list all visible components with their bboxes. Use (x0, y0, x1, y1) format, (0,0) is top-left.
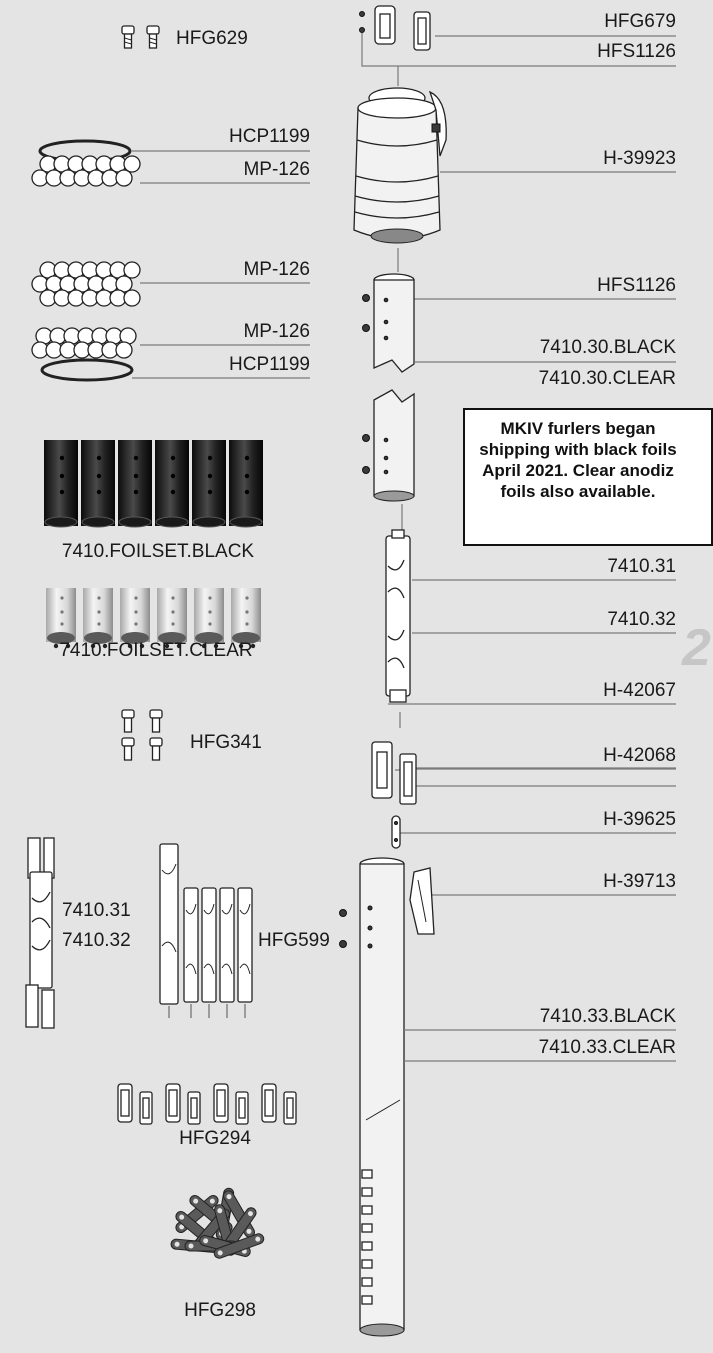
label-foil-30-clear: 7410.30.CLEAR (539, 368, 676, 389)
label-h42067: H-42067 (603, 680, 676, 701)
label-hcp1199-bottom: HCP1199 (229, 354, 310, 375)
hfg599-connectors (159, 843, 253, 1018)
hfg341-screws (121, 709, 163, 761)
label-h42068: H-42068 (603, 745, 676, 766)
center-axis (397, 66, 403, 728)
label-hfg629: HFG629 (176, 28, 248, 49)
label-h39625: H-39625 (603, 809, 676, 830)
foil-7410-33 (339, 857, 405, 1337)
label-hfg679: HFG679 (604, 11, 676, 32)
label-foil-30-black: 7410.30.BLACK (540, 337, 677, 358)
label-foil-33-black: 7410.33.BLACK (540, 1006, 677, 1027)
label-hfg298: HFG298 (184, 1300, 256, 1321)
bearing-sets (31, 155, 141, 359)
h42067-h42068-clips (371, 741, 417, 805)
label-hfg341: HFG341 (190, 732, 262, 753)
label-7410-31: 7410.31 (607, 556, 676, 577)
hfg679-clips (359, 5, 431, 51)
foilset-black-image (44, 440, 263, 528)
h39713-halyard (409, 867, 435, 935)
label-hfs1126-mid: HFS1126 (597, 275, 676, 296)
foil-7410-30-upper (362, 273, 415, 373)
foilset-clear-image (46, 588, 261, 649)
connector-7410-31-32 (385, 529, 411, 703)
label-mp126-a: MP-126 (243, 159, 310, 180)
mkiv-note: MKIV furlers began shipping with black f… (463, 408, 713, 546)
label-foilset-clear: 7410.FOILSET.CLEAR (59, 640, 252, 661)
label-hfg599: HFG599 (258, 930, 330, 951)
label-hfg294: HFG294 (179, 1128, 251, 1149)
hfg298-pile (170, 1187, 265, 1259)
label-hfs1126-top: HFS1126 (597, 41, 676, 62)
page-number: 2 (682, 619, 711, 677)
label-hcp1199-top: HCP1199 (229, 126, 310, 147)
labels: HFG629 HFG679 HFS1126 HCP1199 MP-126 H-3… (59, 11, 676, 1321)
left-connector-assembly (25, 837, 55, 1029)
label-left-7410-32: 7410.32 (62, 930, 131, 951)
foil-33-leaders (404, 1029, 676, 1062)
label-mp126-c: MP-126 (243, 321, 310, 342)
label-foil-33-clear: 7410.33.CLEAR (539, 1037, 676, 1058)
h39625-link (391, 815, 401, 849)
bearing-ring-hcp1199-bottom (40, 358, 134, 382)
label-left-7410-31: 7410.31 (62, 900, 131, 921)
hfg629-screws (121, 25, 160, 49)
foil-7410-30-lower (362, 389, 415, 502)
label-h39923: H-39923 (603, 148, 676, 169)
label-7410-32: 7410.32 (607, 609, 676, 630)
hfg294-clips (117, 1083, 297, 1125)
label-mp126-b: MP-126 (243, 259, 310, 280)
label-foilset-black: 7410.FOILSET.BLACK (62, 541, 255, 562)
leader-lines (132, 30, 676, 896)
label-h39713: H-39713 (603, 871, 676, 892)
drum-h39923 (353, 87, 447, 244)
